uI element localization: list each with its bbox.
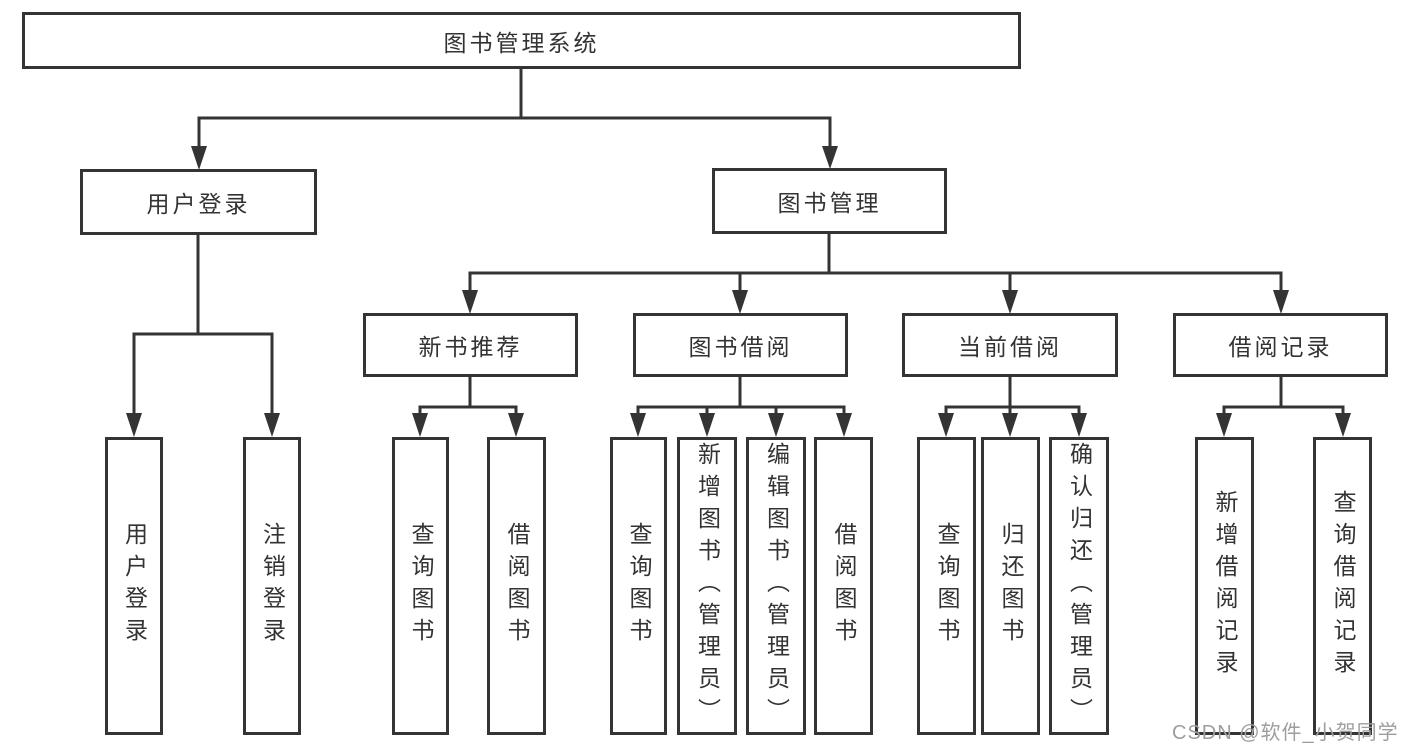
- leaf-label: 注销登录: [259, 522, 286, 650]
- leaf-label: 借阅图书: [504, 522, 530, 650]
- node-leaf-logout: 注销登录: [243, 437, 301, 735]
- node-leaf-return-books: 归还图书: [981, 437, 1040, 735]
- node-library-management-system: 图书管理系统: [22, 12, 1021, 69]
- leaf-label: 用户登录: [121, 522, 148, 650]
- node-borrowing-records: 借阅记录: [1173, 313, 1388, 377]
- connector-book-management-to-level3: [462, 231, 1289, 314]
- leaf-label: 查询借阅记录: [1330, 490, 1356, 682]
- node-current-borrowing: 当前借阅: [902, 313, 1118, 377]
- leaf-label: 查询图书: [626, 522, 652, 650]
- arrowhead: [822, 146, 838, 169]
- connector-root-to-level2: [191, 66, 838, 170]
- arrowhead: [126, 413, 142, 437]
- leaf-label: 新增借阅记录: [1212, 490, 1238, 682]
- arrowhead: [1273, 290, 1289, 314]
- node-leaf-query-books-recommend: 查询图书: [392, 437, 449, 735]
- leaf-label: 归还图书: [998, 522, 1024, 650]
- arrowhead: [1071, 413, 1087, 437]
- arrowhead: [1335, 413, 1351, 437]
- connector-user-login-to-leaves: [126, 232, 280, 437]
- arrowhead: [191, 146, 207, 170]
- arrowhead: [630, 413, 646, 437]
- node-leaf-user-login: 用户登录: [105, 437, 163, 735]
- connector-book-borrowing-to-leaves: [630, 375, 852, 437]
- leaf-label: 编辑图书（管理员）: [763, 442, 790, 730]
- arrowhead: [836, 413, 852, 437]
- node-book-borrowing: 图书借阅: [633, 313, 848, 377]
- node-book-management: 图书管理: [712, 168, 947, 234]
- arrowhead: [264, 413, 280, 437]
- node-user-login: 用户登录: [80, 169, 317, 235]
- arrowhead: [768, 413, 784, 437]
- arrowhead: [938, 413, 954, 437]
- node-leaf-query-books-current: 查询图书: [917, 437, 976, 735]
- node-new-book-recommendation: 新书推荐: [363, 313, 578, 377]
- arrowhead: [412, 413, 428, 437]
- connector-borrowing-records-to-leaves: [1216, 375, 1351, 437]
- arrowhead: [508, 413, 524, 437]
- node-leaf-query-borrow-record: 查询借阅记录: [1313, 437, 1372, 735]
- arrowhead: [1002, 290, 1018, 314]
- csdn-watermark: CSDN @软件_小贺同学: [1172, 722, 1399, 744]
- node-leaf-add-borrow-record: 新增借阅记录: [1195, 437, 1254, 735]
- connector-current-borrowing-to-leaves: [938, 375, 1087, 437]
- arrowhead: [699, 413, 715, 437]
- node-leaf-confirm-return-admin: 确认归还（管理员）: [1049, 437, 1109, 735]
- leaf-label: 新增图书（管理员）: [694, 442, 721, 730]
- arrowhead: [462, 290, 478, 314]
- leaf-label: 查询图书: [934, 522, 960, 650]
- node-leaf-add-books-admin: 新增图书（管理员）: [677, 437, 737, 735]
- leaf-label: 确认归还（管理员）: [1066, 442, 1093, 730]
- leaf-label: 查询图书: [408, 522, 434, 650]
- arrowhead: [1002, 413, 1018, 437]
- node-leaf-query-books-borrowing: 查询图书: [610, 437, 667, 735]
- arrowhead: [1216, 413, 1232, 437]
- node-leaf-borrow-books-recommend: 借阅图书: [487, 437, 546, 735]
- leaf-label: 借阅图书: [831, 522, 857, 650]
- node-leaf-edit-books-admin: 编辑图书（管理员）: [746, 437, 806, 735]
- connector-new-book-recommendation-to-leaves: [412, 375, 524, 437]
- arrowhead: [732, 290, 748, 314]
- node-leaf-borrow-books-borrowing: 借阅图书: [814, 437, 873, 735]
